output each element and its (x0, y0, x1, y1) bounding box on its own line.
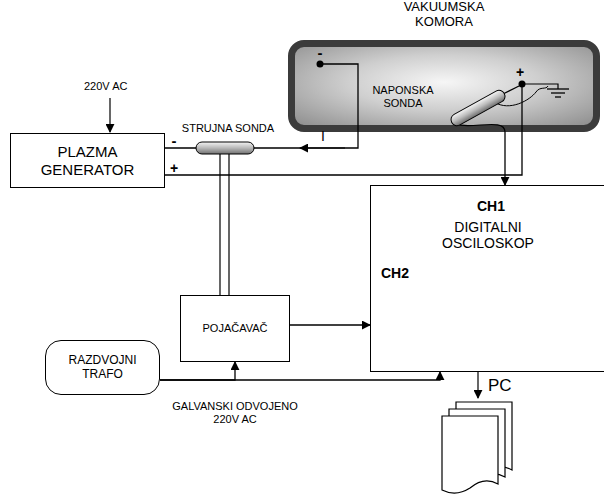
node-text: POJAČAVAČ (203, 322, 268, 335)
node-text: DIGITALNI OSCILOSKOP (427, 219, 549, 251)
ground-wire (522, 84, 558, 89)
node-text: VAKUUMSKA KOMORA (391, 0, 497, 30)
probe-cable (228, 154, 229, 295)
probe-lead (503, 86, 519, 94)
wire-connector (160, 372, 440, 380)
ground-symbol (555, 96, 561, 97)
amplifier-box: POJAČAVAČ (180, 295, 290, 362)
electrode-wire (320, 64, 358, 132)
vacuum-chamber: VAKUUMSKA KOMORA (288, 40, 600, 132)
node-text: RAZDVOJNI TRAFO (58, 354, 147, 382)
layout-stroke (442, 416, 498, 493)
supply-arrow (109, 98, 110, 132)
ground-symbol (547, 88, 569, 89)
note-label: GALVANSKI ODVOJENO 220V AC (170, 400, 300, 425)
transformer-box: RAZDVOJNI TRAFO (45, 340, 160, 395)
chamber-interior (288, 40, 600, 132)
polarity-sign: + (167, 160, 181, 176)
wire-connector (504, 132, 505, 185)
pc-label: PC (488, 376, 524, 396)
chamber-group (317, 61, 570, 133)
wire-connector (165, 132, 522, 175)
current-arrow (300, 147, 345, 148)
wire-connector (290, 324, 370, 325)
supply-label: 220V AC (84, 80, 144, 93)
voltage-probe (449, 88, 507, 128)
wire-connector (165, 132, 358, 148)
pc-arrow (477, 372, 478, 398)
polarity-sign: - (167, 132, 181, 149)
node-text: PLAZMA GENERATOR (39, 143, 136, 178)
oscilloscope-box: CH1DIGITALNI OSCILOSKOP CH2 (370, 185, 604, 372)
generator-box: PLAZMA GENERATOR (10, 133, 165, 188)
node-text: CH1 (477, 198, 517, 214)
printout-icon (442, 402, 512, 493)
polarity-sign: + (512, 64, 528, 80)
wire-connector (160, 362, 235, 380)
current-probe (196, 142, 254, 154)
electrode (317, 61, 324, 68)
probe-cable (219, 154, 220, 295)
current-label: I (316, 128, 330, 144)
node-text: CH2 (381, 265, 421, 281)
electrode-wire (521, 84, 522, 132)
probe-label: NAPONSKA SONDA (364, 84, 442, 109)
probe-label: STRUJNA SONDA (178, 122, 278, 135)
polarity-sign: - (312, 44, 328, 61)
ground-symbol (551, 92, 565, 93)
